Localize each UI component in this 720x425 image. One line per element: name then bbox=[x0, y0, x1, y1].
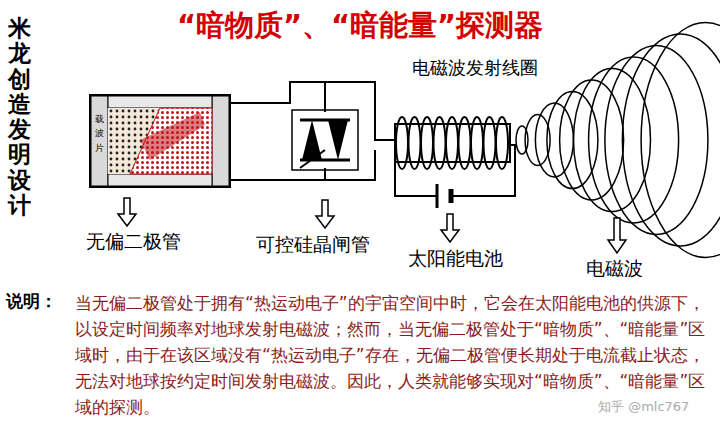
battery-symbol bbox=[437, 184, 451, 208]
coil-winding bbox=[471, 117, 483, 169]
part-label: 电磁波 bbox=[586, 256, 643, 282]
wave-ring bbox=[605, 46, 708, 235]
wave-ring bbox=[589, 57, 679, 223]
wave-ring bbox=[547, 92, 598, 189]
note-heading: 说明： bbox=[6, 290, 57, 313]
part-label: 太阳能电池 bbox=[408, 246, 503, 272]
pointer-arrow bbox=[118, 198, 626, 253]
coil-winding bbox=[484, 117, 496, 169]
unbiased-diode bbox=[90, 95, 230, 187]
coil-winding bbox=[396, 117, 408, 169]
em-waves bbox=[516, 23, 720, 258]
coil-winding bbox=[446, 117, 458, 169]
part-label: 电磁波发射线圈 bbox=[412, 56, 538, 80]
coil-winding bbox=[459, 117, 471, 169]
watermark: 知乎 @mlc767 bbox=[598, 398, 689, 416]
wire bbox=[230, 82, 515, 196]
emitting-coil bbox=[395, 117, 510, 169]
author-vertical: 米龙创造发明设计 bbox=[8, 16, 31, 218]
plate-label: 载波片 bbox=[95, 112, 104, 155]
coil-winding bbox=[496, 117, 508, 169]
part-label: 可控硅晶闸管 bbox=[256, 232, 370, 258]
wave-ring bbox=[560, 80, 624, 200]
wave-ring bbox=[622, 34, 720, 246]
wave-ring bbox=[535, 103, 573, 177]
coil-winding bbox=[409, 117, 421, 169]
note-body: 当无偏二极管处于拥有“热运动电子”的宇宙空间中时，它会在太阳能电池的供源下，以设… bbox=[75, 290, 715, 420]
wave-ring bbox=[641, 23, 720, 258]
title: “暗物质”、“暗能量”探测器 bbox=[0, 6, 720, 46]
coil-winding bbox=[434, 117, 446, 169]
part-label: 无偏二极管 bbox=[86, 229, 181, 255]
coil-winding bbox=[421, 117, 433, 169]
thyristor-symbol bbox=[292, 110, 358, 170]
